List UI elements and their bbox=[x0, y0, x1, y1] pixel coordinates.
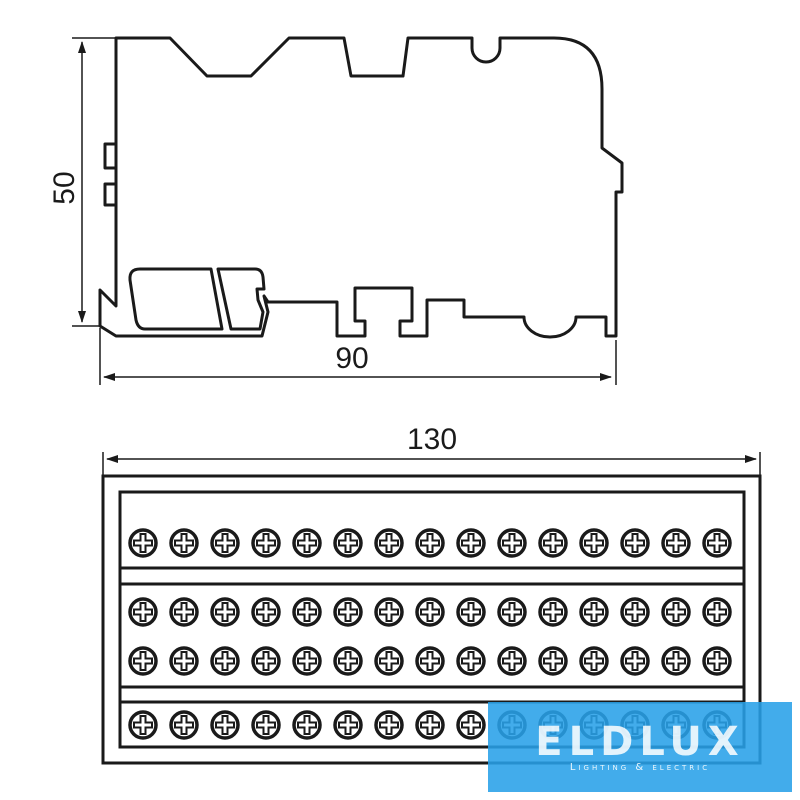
screw-icon bbox=[169, 528, 199, 558]
watermark-tagline: Lighting & electric bbox=[569, 762, 711, 773]
dimension-height bbox=[72, 37, 116, 327]
screw-icon bbox=[497, 597, 527, 627]
screw-icon bbox=[456, 646, 486, 676]
height-label: 50 bbox=[48, 171, 81, 204]
screw-icon bbox=[538, 646, 568, 676]
screw-icon bbox=[456, 528, 486, 558]
latch-tab-2 bbox=[103, 182, 118, 207]
screw-icon bbox=[620, 597, 650, 627]
inner-frame bbox=[118, 490, 746, 749]
screw-icon bbox=[374, 597, 404, 627]
screw-icon bbox=[128, 646, 158, 676]
screw-icon bbox=[702, 646, 732, 676]
screw-icon bbox=[374, 528, 404, 558]
screw-icon bbox=[538, 597, 568, 627]
screw-icon bbox=[415, 597, 445, 627]
width-label: 90 bbox=[335, 342, 368, 375]
screw-icon bbox=[128, 528, 158, 558]
dimension-length bbox=[102, 452, 761, 475]
eldlux-watermark: ELDLUX Lighting & electric bbox=[488, 702, 792, 792]
screw-icon bbox=[251, 597, 281, 627]
screw-icon bbox=[415, 528, 445, 558]
screw-icon bbox=[579, 528, 609, 558]
screw-icon bbox=[333, 597, 363, 627]
screw-icon bbox=[292, 710, 322, 740]
screw-icon bbox=[497, 528, 527, 558]
screw-icon bbox=[415, 710, 445, 740]
screw-icon bbox=[620, 528, 650, 558]
screw-icon bbox=[661, 646, 691, 676]
screw-icon bbox=[497, 646, 527, 676]
profile-outline bbox=[98, 36, 624, 339]
screw-icon bbox=[333, 646, 363, 676]
cable-slot-right bbox=[216, 267, 266, 331]
latch-tab-1 bbox=[103, 142, 118, 170]
screw-icon bbox=[456, 597, 486, 627]
screw-icon bbox=[169, 710, 199, 740]
screw-icon bbox=[333, 710, 363, 740]
screw-icon bbox=[292, 597, 322, 627]
screw-icon bbox=[251, 646, 281, 676]
screw-icon bbox=[210, 710, 240, 740]
screw-icon bbox=[210, 646, 240, 676]
dimension-width bbox=[99, 328, 617, 385]
top-view bbox=[101, 474, 762, 765]
screw-icon bbox=[251, 528, 281, 558]
screw-icon bbox=[374, 646, 404, 676]
watermark-brand: ELDLUX bbox=[535, 719, 745, 765]
screw-icon bbox=[661, 597, 691, 627]
screw-icon bbox=[374, 710, 404, 740]
screw-icon bbox=[456, 710, 486, 740]
screw-icon bbox=[128, 710, 158, 740]
screw-icon bbox=[702, 597, 732, 627]
screw-icon bbox=[620, 646, 650, 676]
screw-icon bbox=[579, 646, 609, 676]
screw-icon bbox=[128, 597, 158, 627]
screw-icon bbox=[538, 528, 568, 558]
screw-icon bbox=[415, 646, 445, 676]
cable-slot-left bbox=[128, 267, 224, 331]
outer-frame bbox=[101, 474, 762, 765]
screw-icon bbox=[292, 528, 322, 558]
screw-icon bbox=[210, 597, 240, 627]
length-label: 130 bbox=[407, 423, 457, 456]
screw-icon bbox=[251, 710, 281, 740]
screw-icon bbox=[169, 646, 199, 676]
screw-icon bbox=[292, 646, 322, 676]
screw-icon bbox=[210, 528, 240, 558]
side-profile bbox=[98, 36, 624, 339]
screw-icon bbox=[333, 528, 363, 558]
screw-icon bbox=[579, 597, 609, 627]
screw-icon bbox=[169, 597, 199, 627]
screw-icon bbox=[661, 528, 691, 558]
screw-icon bbox=[702, 528, 732, 558]
